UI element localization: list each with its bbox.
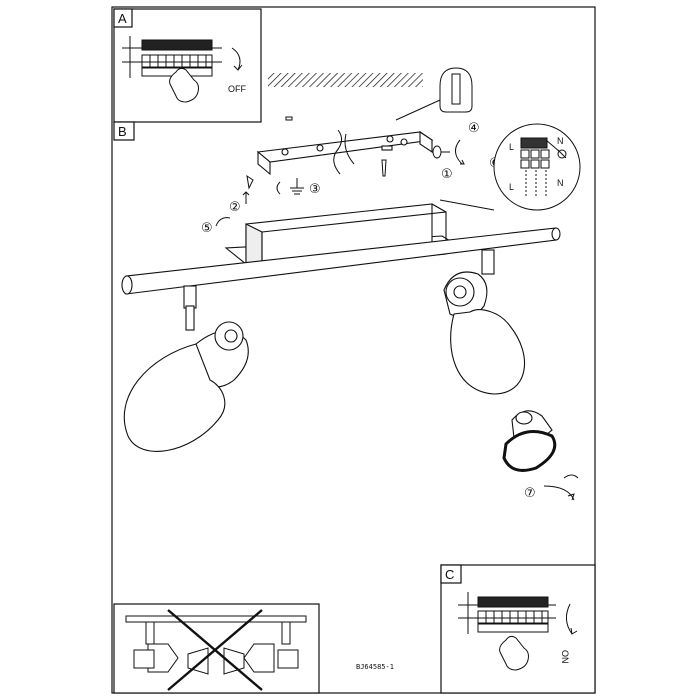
ground-symbol-icon <box>276 178 304 195</box>
wiring-detail <box>439 123 581 211</box>
panel-b-letter: B <box>118 124 127 139</box>
arrow-step5 <box>215 217 231 227</box>
panel-c-letter: C <box>445 567 454 582</box>
spotlight-left <box>123 285 249 452</box>
spotlight-right <box>443 249 525 395</box>
page-border <box>111 6 596 694</box>
gu10-bulb <box>502 410 557 472</box>
step-7: ⑦ <box>524 486 536 501</box>
hand-icon <box>169 67 199 103</box>
prohibited-x-icon <box>167 609 263 691</box>
screws <box>246 116 387 190</box>
rotate-arrow-step4 <box>455 139 465 165</box>
rotate-arrow-icon <box>231 47 243 71</box>
ceiling-hatch <box>268 73 423 87</box>
model-code: BJ64585-1 <box>356 663 394 671</box>
step-2: ② <box>229 200 241 215</box>
panel-b: B <box>113 67 581 501</box>
wiring-l-bottom: L <box>509 182 514 192</box>
wall-plug-detail <box>395 67 473 121</box>
hand-icon-c <box>499 635 529 671</box>
breaker-box-c <box>458 592 556 634</box>
panel-a: A OFF <box>113 8 262 123</box>
step-5: ⑤ <box>201 221 213 236</box>
on-label: ON <box>560 650 570 664</box>
breaker-box-a <box>122 36 222 78</box>
wiring-n-bottom: N <box>557 178 564 188</box>
panel-a-letter: A <box>118 11 127 26</box>
off-label: OFF <box>228 84 246 94</box>
rotate-arrow-icon-c <box>566 603 578 635</box>
side-screw <box>432 145 450 159</box>
rail-bar <box>121 227 561 295</box>
rotate-arrow-step7 <box>543 474 579 501</box>
prohibited-panel <box>113 603 320 694</box>
supply-wires <box>333 129 355 175</box>
wiring-l-top: L <box>509 142 514 152</box>
step-1: ① <box>441 167 453 182</box>
panel-c: C ON <box>440 564 596 694</box>
wiring-n-top: N <box>557 136 564 146</box>
arrow-step2 <box>242 191 250 204</box>
step-3: ③ <box>309 182 321 197</box>
step-4: ④ <box>468 121 480 136</box>
